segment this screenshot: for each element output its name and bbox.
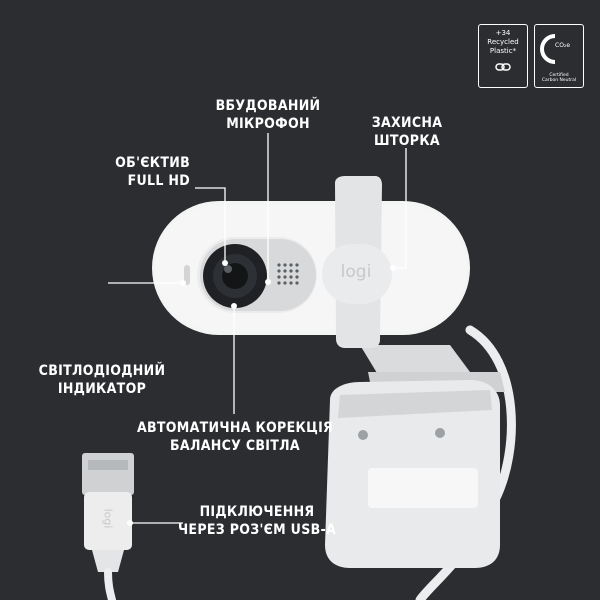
callout-lens-line2: FULL HD	[127, 173, 190, 189]
carbon-sub: CO₂e	[555, 42, 571, 49]
callout-led: СВІТЛОДІОДНИЙ ІНДИКАТОР	[28, 362, 176, 398]
carbon-neutral-badge: CO₂e Certified Carbon Neutral	[534, 24, 584, 88]
usb-logo: logi	[101, 508, 115, 529]
callout-balance-line2: БАЛАНСУ СВІТЛА	[170, 438, 300, 454]
callout-balance-line1: АВТОМАТИЧНА КОРЕКЦІЯ	[136, 420, 334, 436]
carbon-note-line1: Certified	[549, 73, 569, 78]
callout-shutter-line2: ШТОРКА	[374, 133, 440, 149]
callout-lens-line1: ОБ'ЄКТИВ	[115, 155, 190, 171]
usb-a-plug	[82, 453, 134, 600]
callout-microphone-line2: МІКРОФОН	[226, 116, 310, 132]
logitech-logo: logi	[340, 262, 372, 282]
carbon-neutral-icon	[540, 34, 556, 64]
callout-usb-line2: ЧЕРЕЗ РОЗ'ЄМ USB-A	[177, 522, 337, 538]
recycled-plastic-badge: +34 Recycled Plastic*	[478, 24, 528, 88]
mount-clip	[325, 345, 505, 568]
recycle-icon	[495, 63, 511, 71]
carbon-note: Certified Carbon Neutral	[535, 73, 583, 83]
recycled-line3: Plastic*	[489, 47, 517, 55]
recycled-line2: Recycled	[487, 38, 519, 46]
callout-lines	[108, 133, 407, 524]
carbon-note-line2: Carbon Neutral	[541, 78, 577, 83]
callout-shutter-line1: ЗАХИСНА	[371, 115, 443, 131]
callout-usb: ПІДКЛЮЧЕННЯ ЧЕРЕЗ РОЗ'ЄМ USB-A	[164, 503, 350, 539]
callout-led-line2: ІНДИКАТОР	[57, 381, 147, 397]
callout-privacy-shutter: ЗАХИСНА ШТОРКА	[363, 114, 451, 150]
callout-lens: ОБ'ЄКТИВ FULL HD	[80, 154, 190, 190]
callout-microphone-line1: ВБУДОВАНИЙ	[215, 98, 321, 114]
callout-microphone: ВБУДОВАНИЙ МІКРОФОН	[213, 97, 323, 133]
recycled-line1: +34	[495, 29, 511, 37]
callout-white-balance: АВТОМАТИЧНА КОРЕКЦІЯ БАЛАНСУ СВІТЛА	[121, 419, 349, 455]
callout-led-line1: СВІТЛОДІОДНИЙ	[38, 363, 166, 379]
callout-usb-line1: ПІДКЛЮЧЕННЯ	[199, 504, 315, 520]
camera-body	[152, 176, 470, 348]
